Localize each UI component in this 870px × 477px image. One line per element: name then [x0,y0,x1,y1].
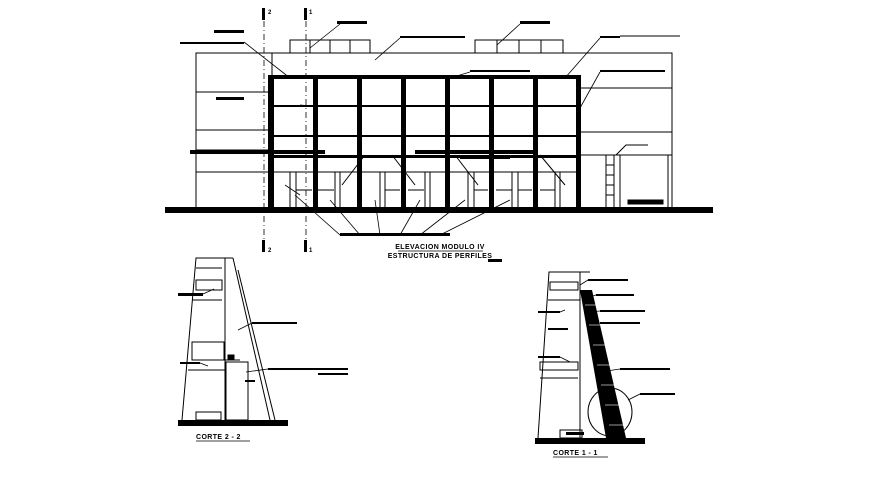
frame-beams [190,75,580,158]
elevation-scale-mark [488,259,502,262]
annotation-bars [180,21,665,236]
section-cut-markers [262,8,307,252]
left-adjacent-building [195,52,273,209]
section-2-leaders [199,288,269,373]
frame-columns [268,75,581,208]
section-mark-right-top: 1 [309,10,313,16]
section-1-title: CORTE 1 - 1 [553,450,598,457]
elevation-title: ELEVACION MODULO IV [395,244,485,251]
section-2-drawing [178,257,288,426]
section-2-annotations [178,293,348,382]
equipment-block [605,144,669,209]
section-1-annotations [538,279,675,435]
section-1-inclined-column [580,290,626,438]
section-mark-left-top: 2 [268,10,272,16]
section-2-title: CORTE 2 - 2 [196,434,241,441]
bracing-diagonals [341,154,566,186]
ground-slab [165,207,713,213]
lower-bays [274,171,576,208]
section-cut-lines [263,8,307,252]
section-1-leaders [559,279,641,401]
section-1-hatch [585,304,624,426]
leader-lines [243,23,601,236]
elevation-subtitle: ESTRUCTURA DE PERFILES [388,253,493,260]
section-mark-left-bottom: 2 [268,248,272,254]
roof-outline [196,35,680,54]
section-mark-right-bottom: 1 [309,248,313,254]
elevation-drawing [165,8,713,252]
right-adjacent-building [578,52,673,208]
